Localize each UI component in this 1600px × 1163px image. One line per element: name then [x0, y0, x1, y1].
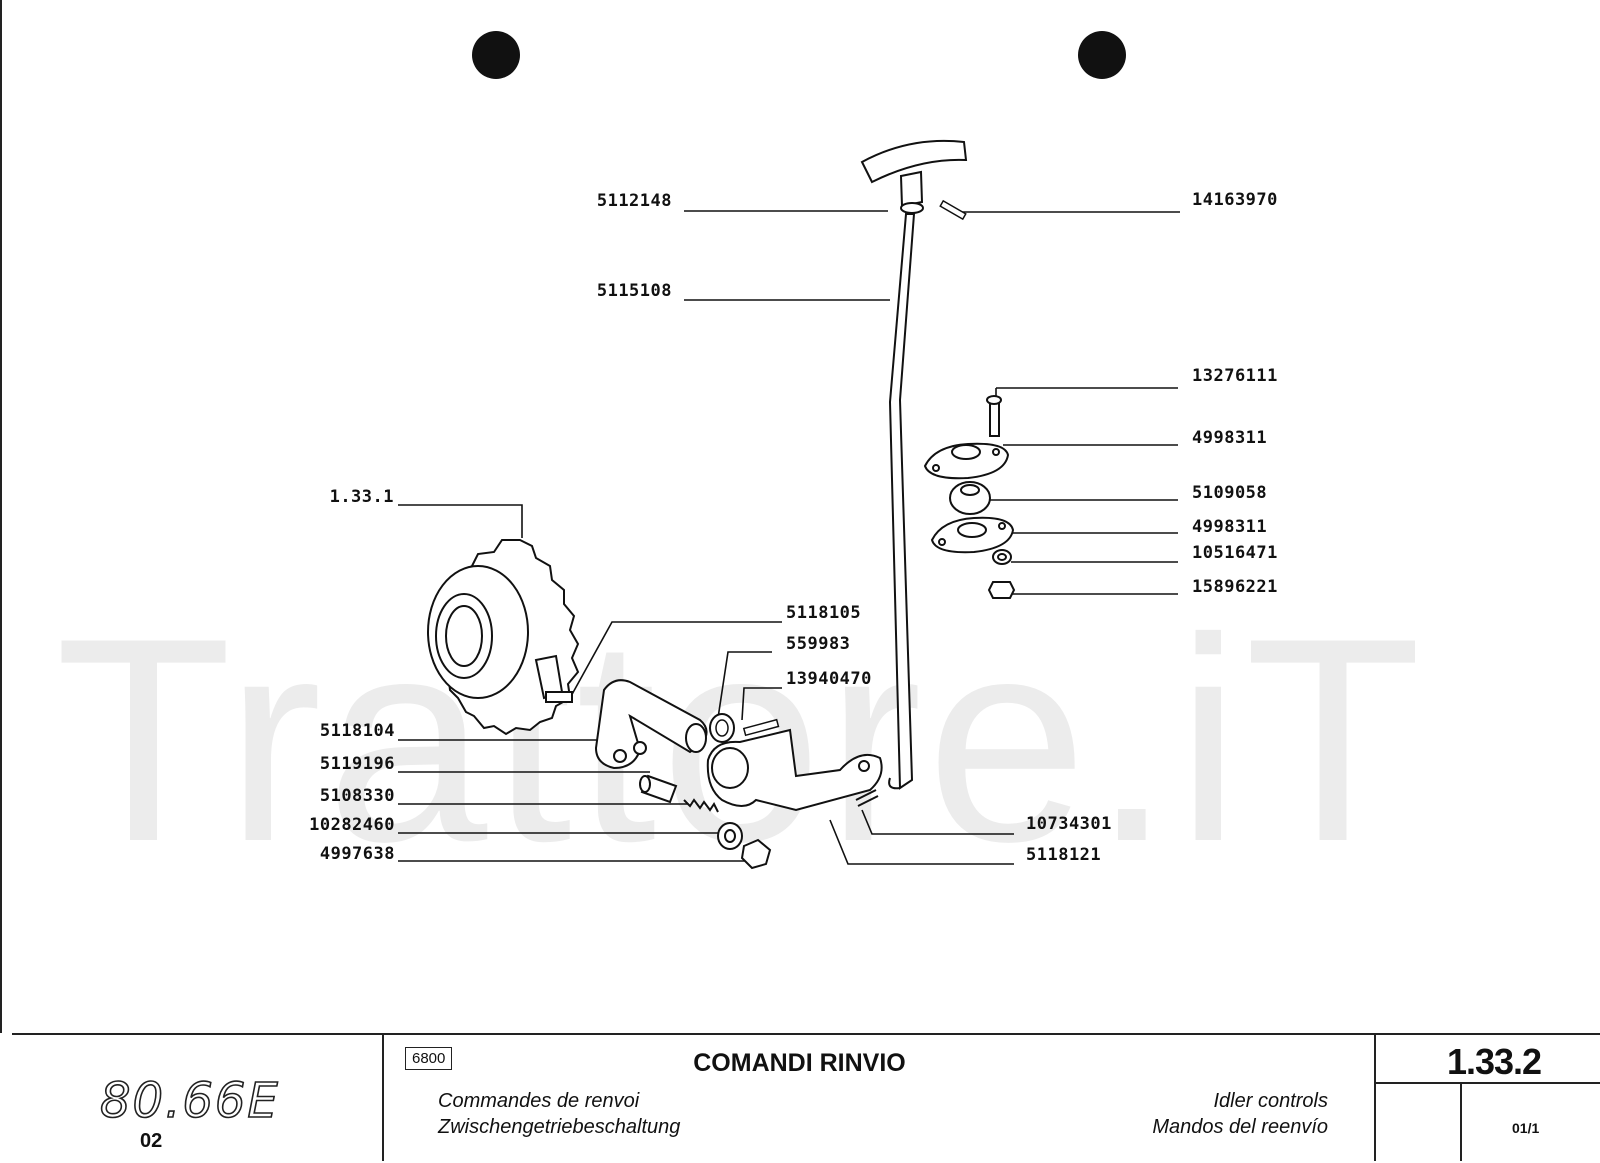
part-label-4998311-top: 4998311 — [1192, 428, 1268, 448]
catalog-code-box: 6800 — [405, 1047, 453, 1070]
part-label-13940470: 13940470 — [786, 669, 872, 689]
title-french: Commandes de renvoi — [438, 1090, 640, 1112]
model-number: 80.66E — [99, 1072, 280, 1130]
part-label-10282460: 10282460 — [309, 815, 395, 835]
title-german: Zwischengetriebeschaltung — [438, 1116, 681, 1138]
part-label-1-33-1: 1.33.1 — [329, 487, 394, 507]
part-label-559983: 559983 — [786, 634, 851, 654]
divider — [1374, 1033, 1376, 1161]
divider — [1376, 1082, 1600, 1084]
part-label-5109058: 5109058 — [1192, 483, 1268, 503]
part-label-10734301: 10734301 — [1026, 814, 1112, 834]
page-number: 1.33.2 — [1446, 1041, 1542, 1082]
part-label-10516471: 10516471 — [1192, 543, 1278, 563]
sheet-number: 01/1 — [1512, 1120, 1540, 1136]
part-label-5115108: 5115108 — [596, 281, 672, 301]
divider — [382, 1033, 384, 1161]
binder-hole-left — [472, 31, 520, 79]
part-label-14163970: 14163970 — [1192, 190, 1278, 210]
divider — [1460, 1082, 1462, 1161]
part-label-13276111: 13276111 — [1192, 366, 1278, 386]
part-label-15896221: 15896221 — [1192, 577, 1278, 597]
part-label-5112148: 5112148 — [596, 191, 672, 211]
title-spanish: Mandos del reenvío — [1152, 1116, 1328, 1138]
title-english: Idler controls — [1213, 1090, 1329, 1112]
part-label-5118104: 5118104 — [319, 721, 395, 741]
part-label-4997638: 4997638 — [319, 844, 395, 864]
title-block: 80.66E 02 6800 COMANDI RINVIO Commandes … — [12, 1033, 1600, 1163]
model-variant: 02 — [140, 1130, 163, 1152]
part-label-5119196: 5119196 — [319, 754, 395, 774]
page-border — [0, 0, 2, 1033]
part-label-5118105: 5118105 — [786, 603, 862, 623]
part-label-5118121: 5118121 — [1026, 845, 1102, 865]
part-label-5108330: 5108330 — [319, 786, 395, 806]
part-label-4998311-bottom: 4998311 — [1192, 517, 1268, 537]
section-title: COMANDI RINVIO — [693, 1049, 906, 1077]
binder-hole-right — [1078, 31, 1126, 79]
